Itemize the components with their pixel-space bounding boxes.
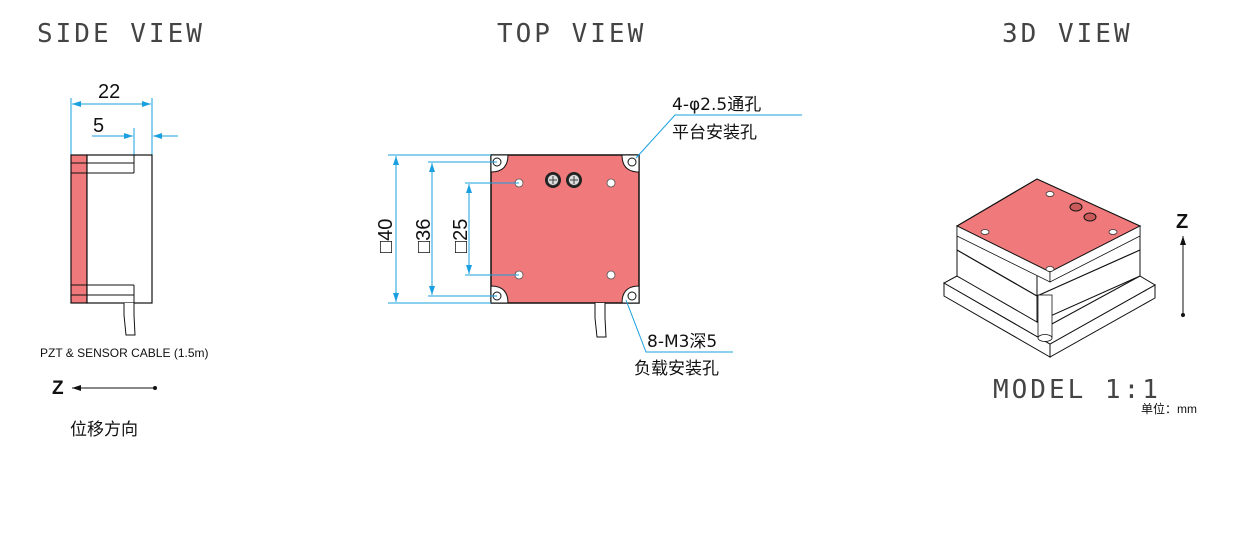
callout-mount-holes: 4-φ2.5通孔 平台安装孔 [635,95,802,159]
callout-mount-line2: 平台安装孔 [672,123,757,143]
stage-3d-model [942,178,1156,358]
dimension-22-label: 22 [98,81,120,103]
dimension-40: □40 [375,154,491,304]
side-z-axis: Z [52,378,157,399]
callout-load-line2: 负载安装孔 [634,359,719,379]
callout-load-holes: 8-M3深5 负载安装孔 [625,299,733,379]
model-scale-label: MODEL 1:1 [993,375,1161,405]
top-view: TOP VIEW [375,19,802,379]
cable-label: PZT & SENSOR CABLE (1.5m) [40,346,209,360]
top-plate [490,154,640,338]
view-3d: 3D VIEW Z [942,19,1197,416]
side-view: SIDE VIEW 22 5 PZT [37,19,209,440]
view-3d-title: 3D VIEW [1002,19,1133,49]
z-axis-3d-label: Z [1176,211,1188,233]
dimension-36: □36 [413,161,497,297]
dimension-5: 5 [92,115,178,139]
side-body [70,154,153,336]
z-axis-3d: Z [1176,211,1188,317]
dimension-25-label: □25 [450,219,472,253]
mount-hole-icon [627,157,637,167]
load-hole-icon [606,178,616,188]
mount-hole-icon [627,291,637,301]
displacement-direction-label: 位移方向 [70,420,138,440]
side-view-title: SIDE VIEW [37,19,205,49]
dimension-5-label: 5 [93,115,104,137]
side-z-label: Z [52,378,64,399]
unit-label: 单位：mm [1141,401,1197,416]
connector-screw-icon [545,172,561,188]
dimension-22: 22 [70,81,153,155]
dimension-40-label: □40 [375,219,397,253]
callout-load-line1: 8-M3深5 [647,332,717,352]
dimension-36-label: □36 [413,219,435,253]
callout-mount-line1: 4-φ2.5通孔 [672,95,761,115]
connector-screw-icon [566,172,582,188]
dimension-25: □25 [450,182,519,276]
top-view-title: TOP VIEW [497,19,646,49]
load-hole-icon [606,270,616,280]
